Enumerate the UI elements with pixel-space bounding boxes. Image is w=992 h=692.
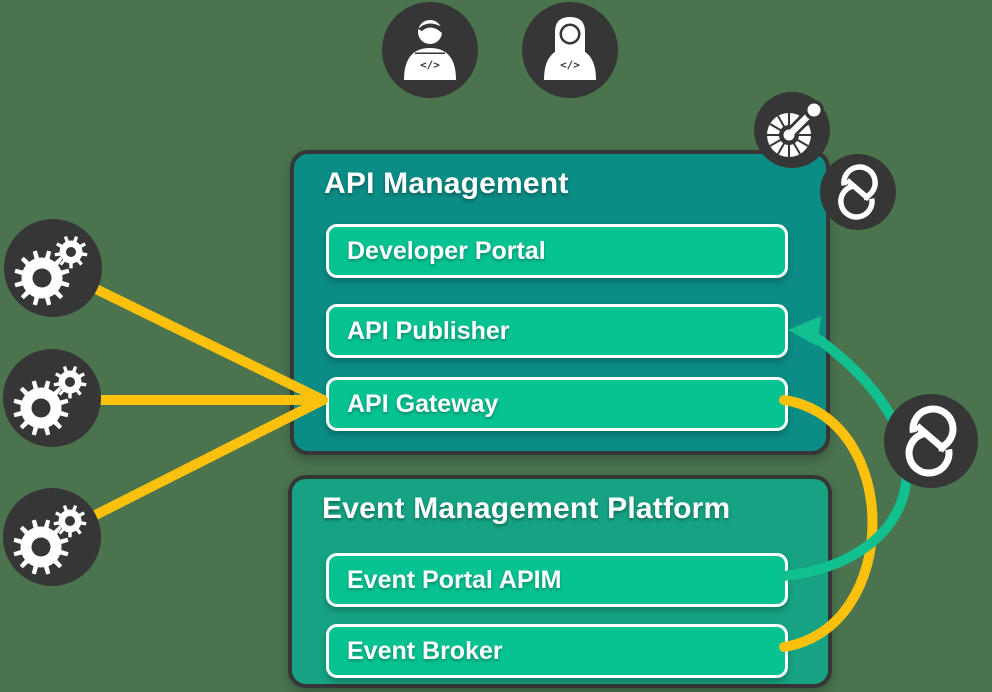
api-gateway-label: API Gateway [347, 389, 499, 418]
svg-text:</>: </> [420, 59, 440, 72]
event-portal-apim-label: Event Portal APIM [347, 565, 562, 594]
event-management-platform-title: Event Management Platform [322, 492, 731, 525]
solace-s-logo-icon [884, 394, 978, 488]
api-management-title: API Management [324, 167, 569, 200]
solace-s-logo-icon [820, 154, 896, 230]
s-glyph [838, 164, 878, 220]
event-broker-bar: Event Broker [326, 624, 788, 678]
api-gateway-bar: API Gateway [326, 377, 788, 431]
s-glyph [905, 405, 957, 477]
developer-portal-label: Developer Portal [347, 236, 546, 265]
developer-portal-bar: Developer Portal [326, 224, 788, 278]
api-publisher-bar: API Publisher [326, 304, 788, 358]
event-management-platform-box: Event Management Platform Event Portal A… [288, 475, 832, 688]
developer-female-laptop-icon: </> [522, 2, 618, 98]
svg-text:</>: </> [560, 59, 580, 72]
api-management-box: API Management Developer Portal API Publ… [290, 150, 830, 455]
gears-icon [3, 349, 101, 447]
api-publisher-label: API Publisher [347, 316, 510, 345]
radial-connector-icon [754, 92, 830, 168]
radial-wheel [767, 100, 824, 157]
event-portal-apim-bar: Event Portal APIM [326, 553, 788, 607]
gears-icon [4, 219, 102, 317]
gears-icon [3, 488, 101, 586]
developer-male-laptop-icon: </> [382, 2, 478, 98]
event-broker-label: Event Broker [347, 636, 503, 665]
